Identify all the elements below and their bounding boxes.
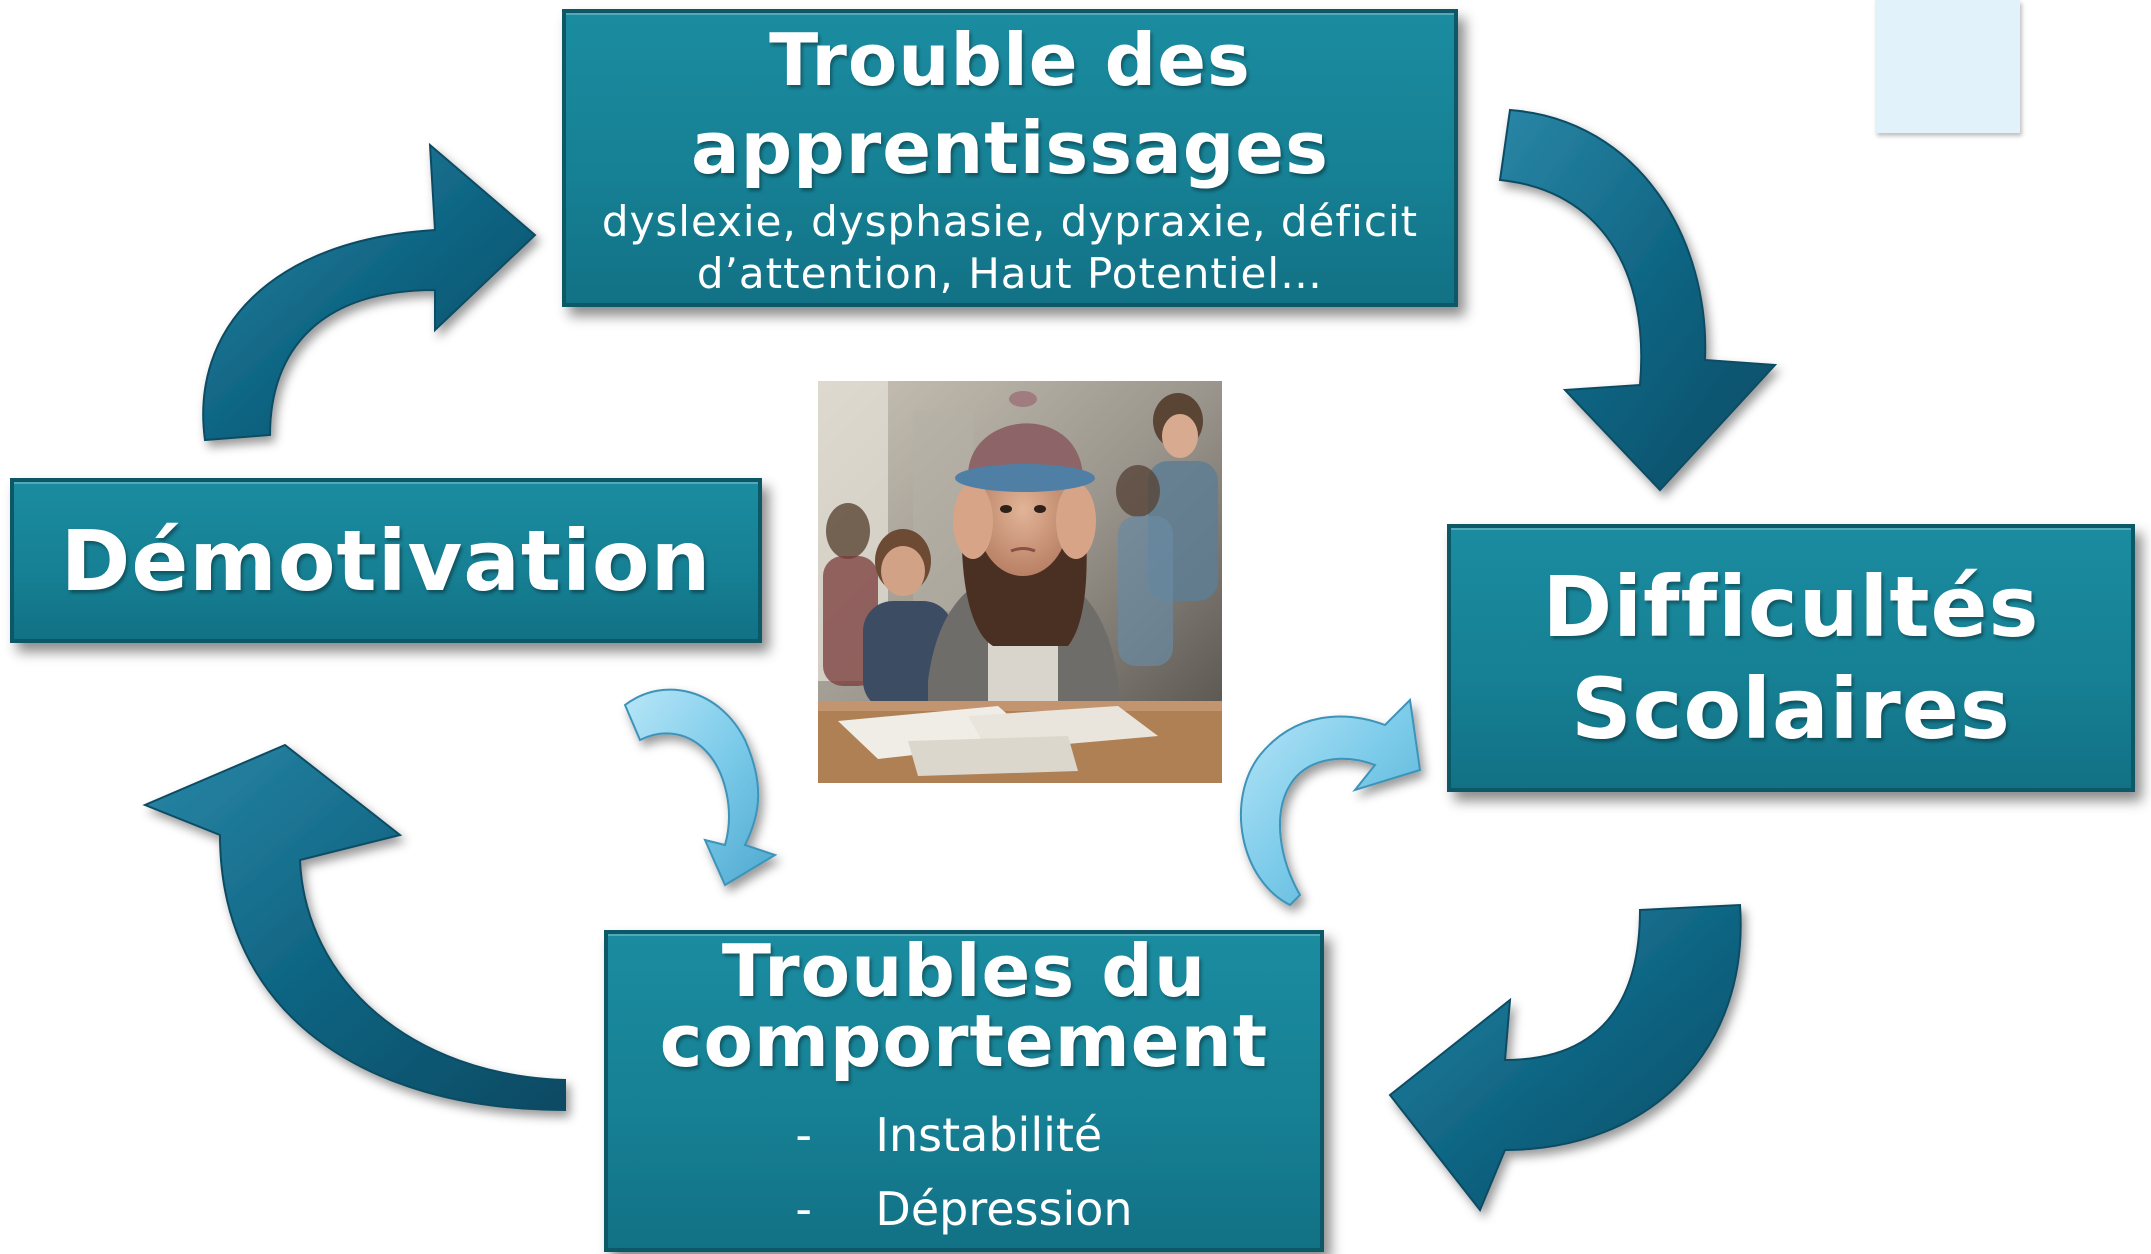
list-bullet: -	[795, 1108, 813, 1162]
list-item-label: Dépression	[875, 1182, 1133, 1236]
box-troubles-comportement: Troubles du comportement - Instabilité -…	[604, 930, 1324, 1252]
corner-decoration	[1875, 0, 2020, 133]
classroom-girl-image	[818, 381, 1222, 783]
arrow-right-to-bottom	[1388, 903, 1742, 1212]
box-bottom-title-line2: comportement	[659, 999, 1269, 1083]
list-item: - Dépression	[795, 1172, 1132, 1246]
box-right-title-line2: Scolaires	[1571, 660, 2011, 758]
box-demotivation: Démotivation	[10, 478, 762, 643]
box-right-title-line1: Difficultés	[1542, 558, 2040, 656]
box-top-subtitle: dyslexie, dysphasie, dypraxie, déficit d…	[602, 196, 1418, 300]
small-arrow-left	[623, 688, 778, 887]
box-bottom-title-line1: Troubles du	[721, 929, 1207, 1013]
small-arrow-right	[1239, 697, 1422, 907]
arrow-bottom-to-left	[142, 743, 566, 1112]
box-bottom-list: - Instabilité - Dépression	[795, 1098, 1132, 1246]
list-item: - Instabilité	[795, 1098, 1132, 1172]
box-difficultes-scolaires: Difficultés Scolaires	[1447, 524, 2135, 792]
box-top-subtitle-line2: d’attention, Haut Potentiel…	[696, 249, 1324, 298]
center-photo	[818, 381, 1222, 783]
list-item-label: Instabilité	[875, 1108, 1103, 1162]
box-left-title: Démotivation	[60, 511, 712, 610]
box-trouble-apprentissages: Trouble des apprentissages dyslexie, dys…	[562, 9, 1458, 307]
box-top-subtitle-line1: dyslexie, dysphasie, dypraxie, déficit	[601, 197, 1419, 246]
arrow-left-to-top	[202, 142, 537, 442]
box-top-title: Trouble des apprentissages	[691, 18, 1329, 190]
list-bullet: -	[795, 1182, 813, 1236]
arrow-top-to-right	[1498, 108, 1778, 492]
